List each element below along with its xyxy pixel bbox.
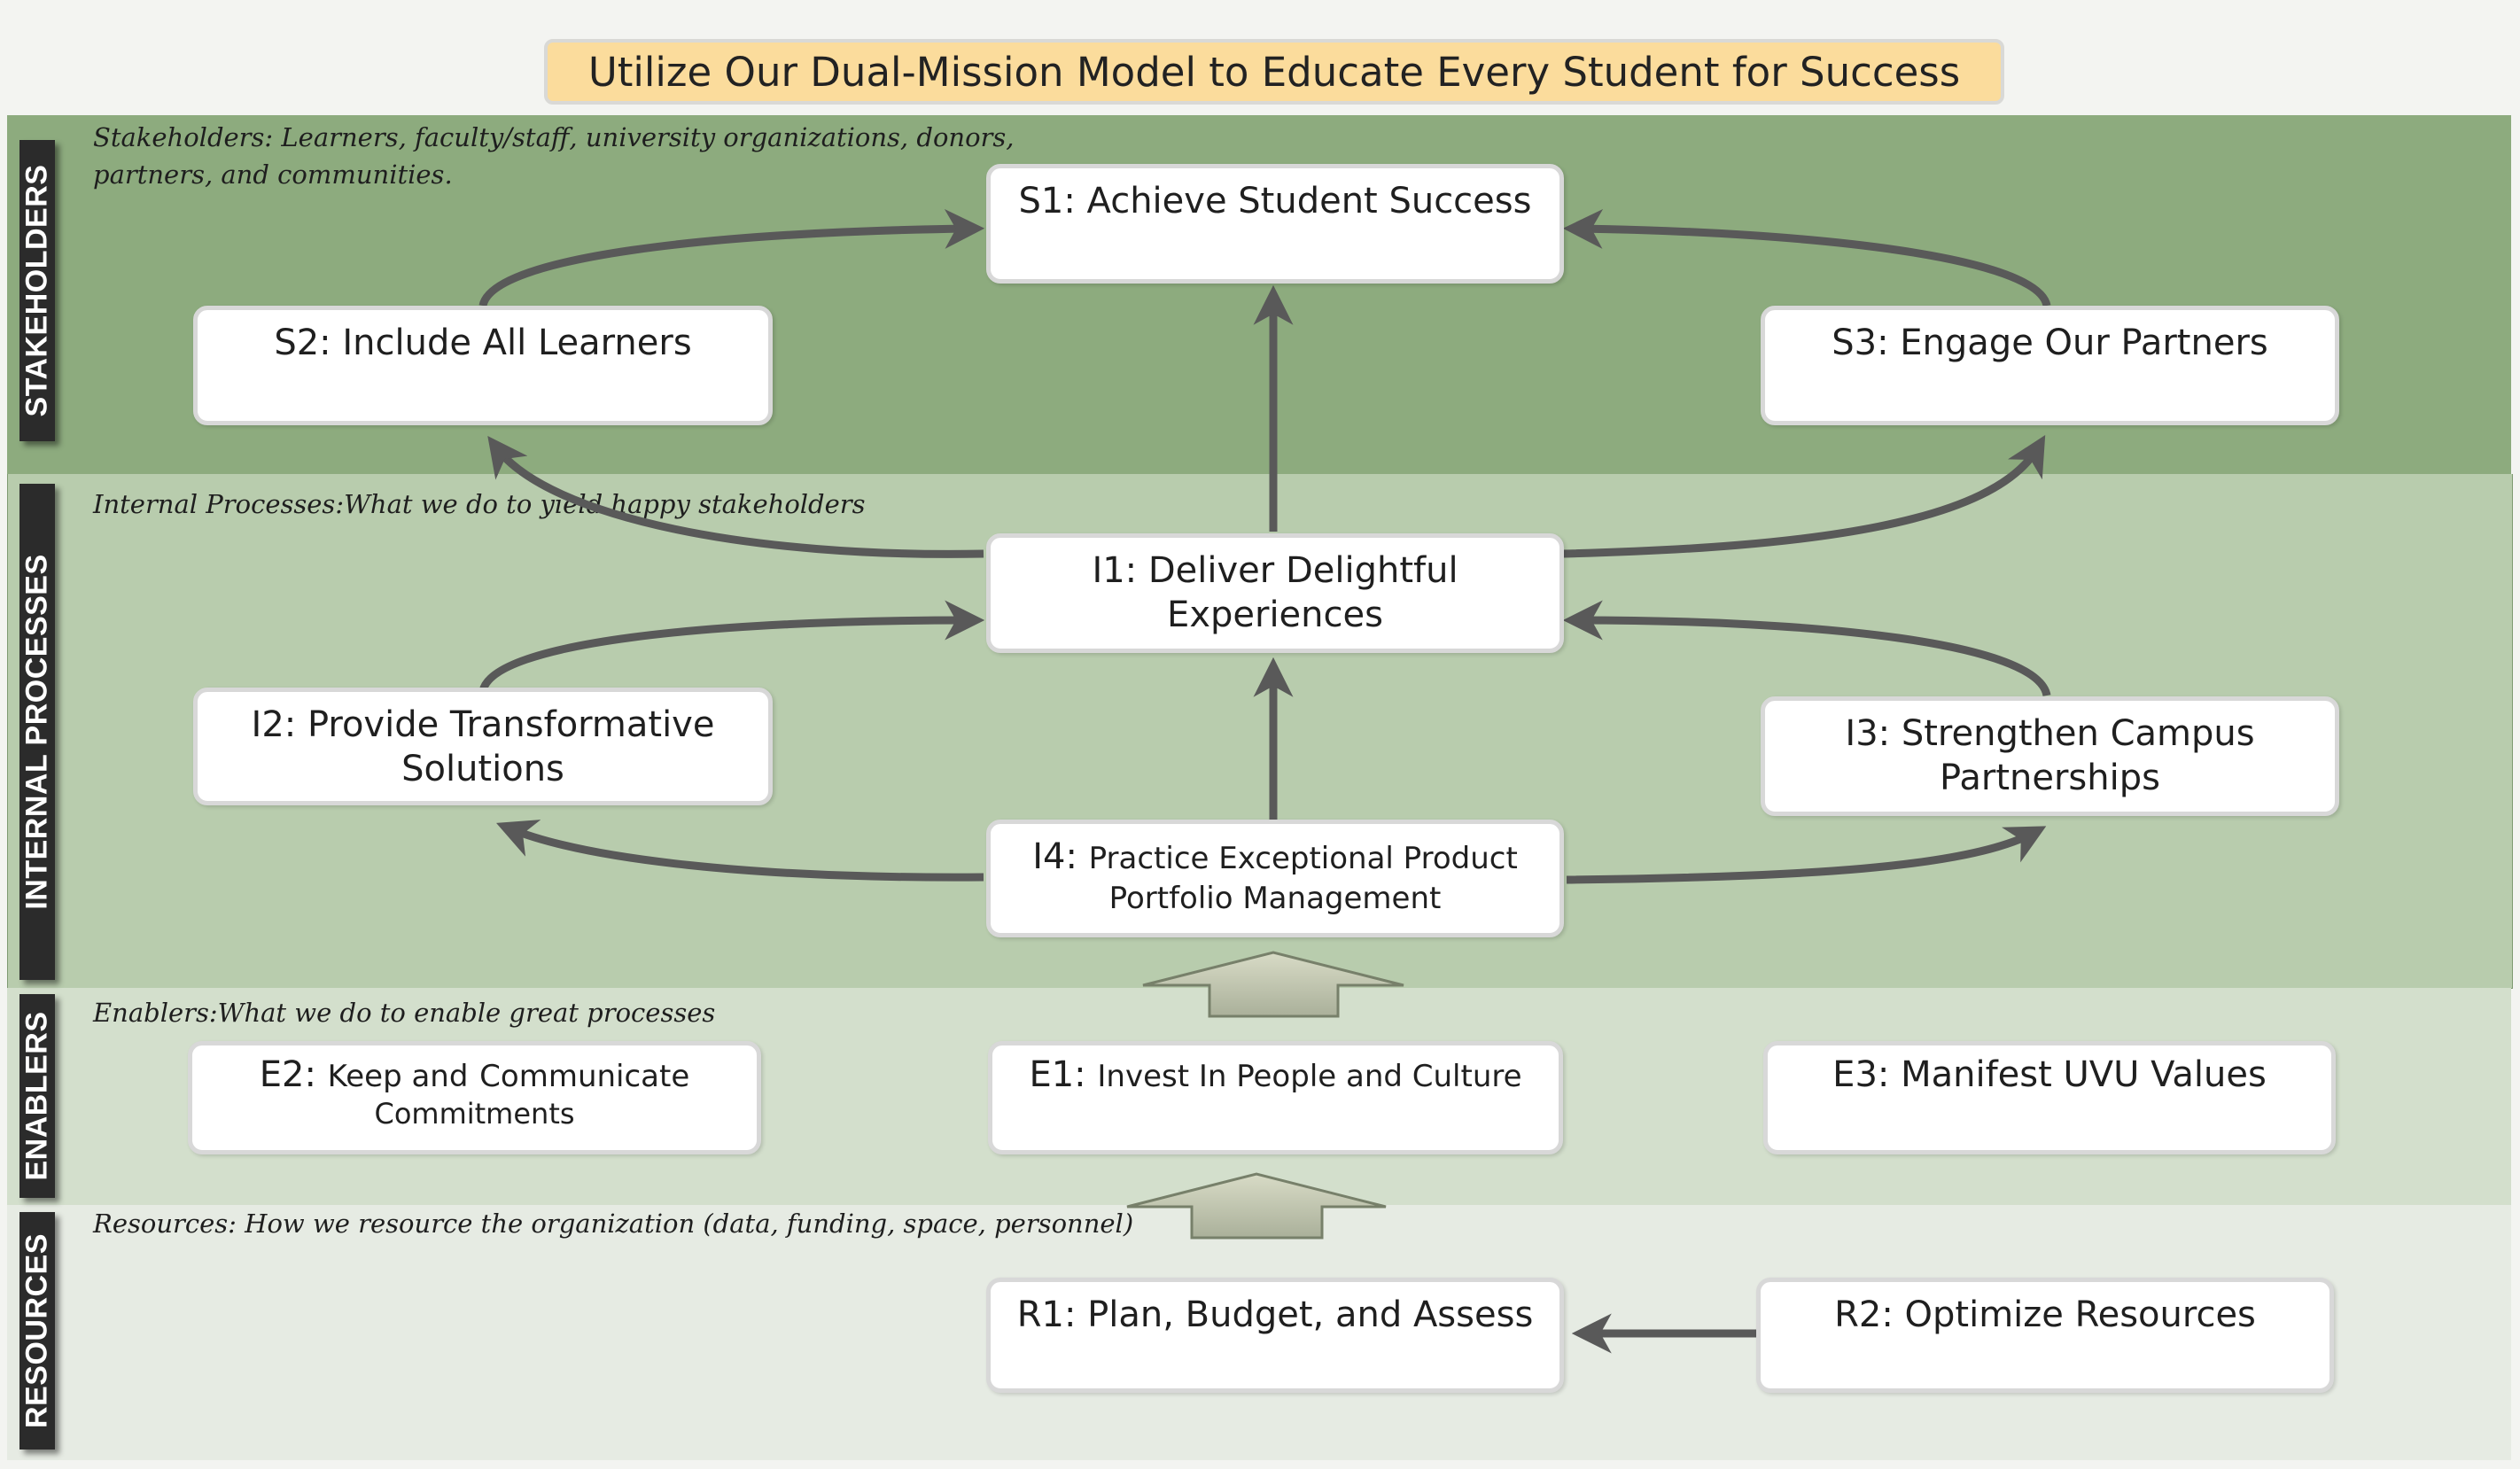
- objective-e2-label-line1: E2: Keep and Communicate: [260, 1053, 690, 1097]
- objective-e1-code: E1:: [1029, 1054, 1086, 1095]
- arrow-i4-to-i2: [496, 820, 984, 882]
- arrow-s2-to-s1: [478, 208, 985, 307]
- arrow-s3-to-s1: [1562, 208, 2051, 307]
- internal-processes-note: Internal Processes:What we do to yield h…: [93, 489, 866, 519]
- arrow-i1-to-s3: [1561, 435, 2046, 558]
- arrow-i2-to-i1: [478, 600, 985, 693]
- objective-r2[interactable]: R2: Optimize Resources: [1756, 1278, 2334, 1393]
- objective-e3-label: E3: Manifest UVU Values: [1832, 1054, 2267, 1095]
- objective-r1-label: R1: Plan, Budget, and Assess: [1016, 1294, 1534, 1335]
- arrow-i3-to-i1: [1562, 600, 2051, 697]
- enablers-note: Enablers:What we do to enable great proc…: [93, 998, 716, 1028]
- arrow-i4-to-i3: [1566, 826, 2047, 884]
- objective-i1-label-line2: Experiences: [1167, 595, 1383, 635]
- page-title: Utilize Our Dual-Mission Model to Educat…: [544, 39, 2004, 105]
- stakeholders-note-line2: partners, and communities.: [93, 159, 453, 190]
- objective-i4-text-line2: Portfolio Management: [1108, 881, 1442, 916]
- objective-i3-label-line2: Partnerships: [1940, 758, 2160, 798]
- objective-s3-label: S3: Engage Our Partners: [1832, 323, 2268, 363]
- objective-e2-code: E2:: [259, 1054, 316, 1095]
- objective-i3[interactable]: I3: Strengthen Campus Partnerships: [1761, 696, 2339, 816]
- objective-i4-code: I4:: [1032, 836, 1077, 877]
- objective-i2-label-line1: I2: Provide Transformative: [251, 704, 715, 745]
- resources-layer-label: RESOURCES: [19, 1212, 55, 1450]
- objective-e2-text-line2: Commitments: [374, 1097, 575, 1131]
- objective-i4-text-line1: Practice Exceptional Product: [1088, 841, 1518, 876]
- objective-i2[interactable]: I2: Provide Transformative Solutions: [193, 688, 773, 805]
- objective-s1[interactable]: S1: Achieve Student Success: [986, 164, 1564, 284]
- objective-e2-text1: Keep and: [327, 1059, 469, 1094]
- objective-i4-label-line1: I4: Practice Exceptional Product: [1032, 835, 1518, 879]
- objective-e2[interactable]: E2: Keep and Communicate Commitments: [188, 1041, 761, 1154]
- objective-e1-text: Invest In People and Culture: [1097, 1059, 1522, 1094]
- arrow-i1-to-s2: [487, 436, 984, 558]
- enablers-layer-label: ENABLERS: [19, 994, 55, 1198]
- stakeholders-layer-label: STAKEHOLDERS: [19, 140, 55, 441]
- objective-s1-label: S1: Achieve Student Success: [1018, 181, 1532, 222]
- objective-e3[interactable]: E3: Manifest UVU Values: [1763, 1041, 2336, 1154]
- objective-s2[interactable]: S2: Include All Learners: [193, 306, 773, 425]
- block-arrow-enablers-to-internal: [1142, 951, 1404, 1018]
- objective-r1[interactable]: R1: Plan, Budget, and Assess: [986, 1278, 1564, 1393]
- objective-i2-label-line2: Solutions: [401, 749, 564, 789]
- objective-e2-text2: Communicate: [479, 1059, 690, 1094]
- objective-r2-label: R2: Optimize Resources: [1834, 1294, 2256, 1335]
- internal-processes-layer-label: INTERNAL PROCESSES: [19, 484, 55, 980]
- block-arrow-resources-to-enablers: [1126, 1172, 1387, 1240]
- objective-e1-label: E1: Invest In People and Culture: [1029, 1053, 1521, 1097]
- objective-e1[interactable]: E1: Invest In People and Culture: [988, 1041, 1563, 1154]
- objective-i1[interactable]: I1: Deliver Delightful Experiences: [986, 533, 1564, 653]
- objective-i3-label-line1: I3: Strengthen Campus: [1845, 713, 2255, 754]
- resources-note: Resources: How we resource the organizat…: [93, 1209, 1134, 1239]
- objective-i4[interactable]: I4: Practice Exceptional Product Portfol…: [986, 820, 1564, 937]
- objective-s2-label: S2: Include All Learners: [274, 323, 692, 363]
- stakeholders-note: Stakeholders: Learners, faculty/staff, u…: [93, 119, 1015, 193]
- objective-s3[interactable]: S3: Engage Our Partners: [1761, 306, 2339, 425]
- stakeholders-note-line1: Stakeholders: Learners, faculty/staff, u…: [93, 122, 1015, 152]
- objective-i1-label-line1: I1: Deliver Delightful: [1092, 550, 1458, 591]
